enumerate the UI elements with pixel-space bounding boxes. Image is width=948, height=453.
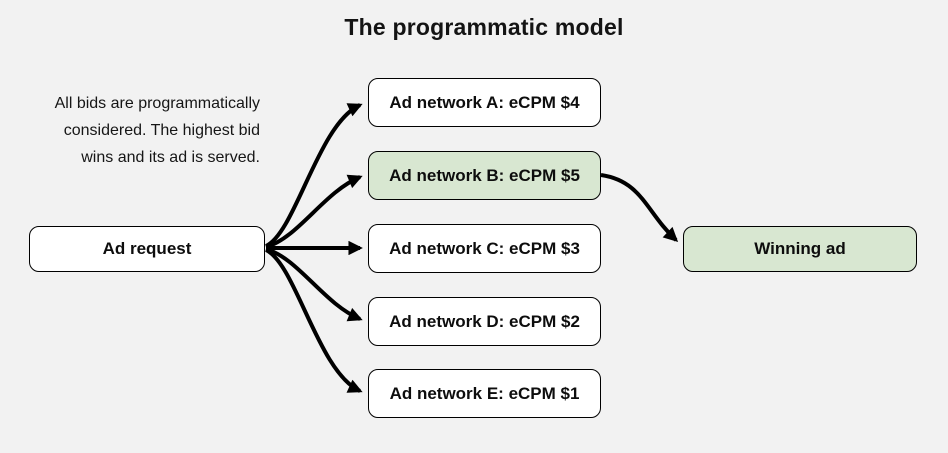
node-ad-network-b-label: Ad network B: eCPM $5 (389, 165, 580, 185)
node-ad-network-b: Ad network B: eCPM $5 (368, 151, 601, 200)
node-ad-network-a: Ad network A: eCPM $4 (368, 78, 601, 127)
node-ad-network-c-label: Ad network C: eCPM $3 (389, 238, 580, 258)
arrow-request-to-network-d (265, 247, 363, 322)
node-ad-network-c: Ad network C: eCPM $3 (368, 224, 601, 273)
node-ad-network-d-label: Ad network D: eCPM $2 (389, 311, 580, 331)
node-winning-ad: Winning ad (683, 226, 917, 272)
node-ad-network-a-label: Ad network A: eCPM $4 (389, 92, 580, 112)
arrow-request-to-network-a (264, 103, 363, 248)
diagram-title: The programmatic model (344, 14, 624, 40)
node-ad-request-label: Ad request (102, 239, 192, 258)
node-ad-network-e-label: Ad network E: eCPM $1 (389, 383, 580, 403)
description-text: All bids are programmatically considered… (54, 95, 260, 166)
node-ad-request: Ad request (29, 226, 265, 272)
arrow-network-b-to-winning-ad (600, 173, 679, 242)
arrow-request-to-network-e (264, 248, 363, 393)
node-ad-network-e: Ad network E: eCPM $1 (368, 369, 601, 418)
node-winning-ad-label: Winning ad (754, 239, 846, 258)
arrow-request-to-network-b (265, 174, 363, 249)
node-ad-network-d: Ad network D: eCPM $2 (368, 297, 601, 346)
